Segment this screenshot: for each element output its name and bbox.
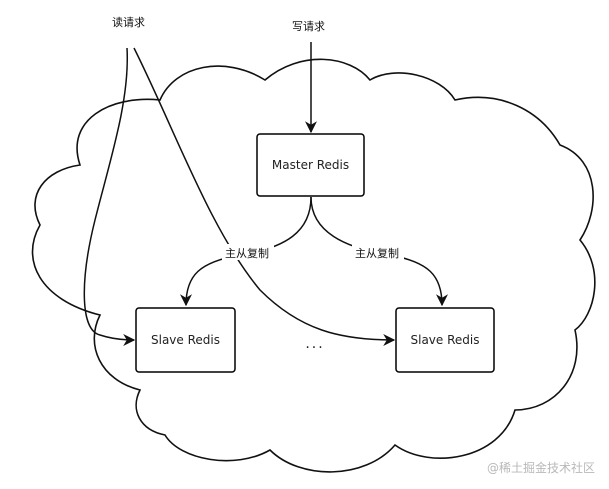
read-request-arrow-right [133,47,396,346]
slave-redis-node-right [395,307,495,373]
master-redis-label: Master Redis [272,158,349,172]
replication-label-right-bg [352,244,404,260]
master-redis-node [256,133,365,197]
slave-redis-node-left [135,307,236,373]
replication-label-left: 主从复制 [225,246,269,260]
slave-redis-label-left: Slave Redis [151,333,220,347]
read-request-arrow-left [83,47,136,346]
ellipsis-more-slaves: ... [305,336,324,352]
read-request-label: 读请求 [112,15,145,29]
watermark: @稀土掘金技术社区 [487,460,595,475]
write-request-label: 写请求 [292,20,325,33]
replication-label-left-bg [222,244,274,260]
replication-label-right: 主从复制 [355,246,399,260]
slave-redis-label-right: Slave Redis [411,333,480,347]
cloud-boundary [31,58,596,473]
